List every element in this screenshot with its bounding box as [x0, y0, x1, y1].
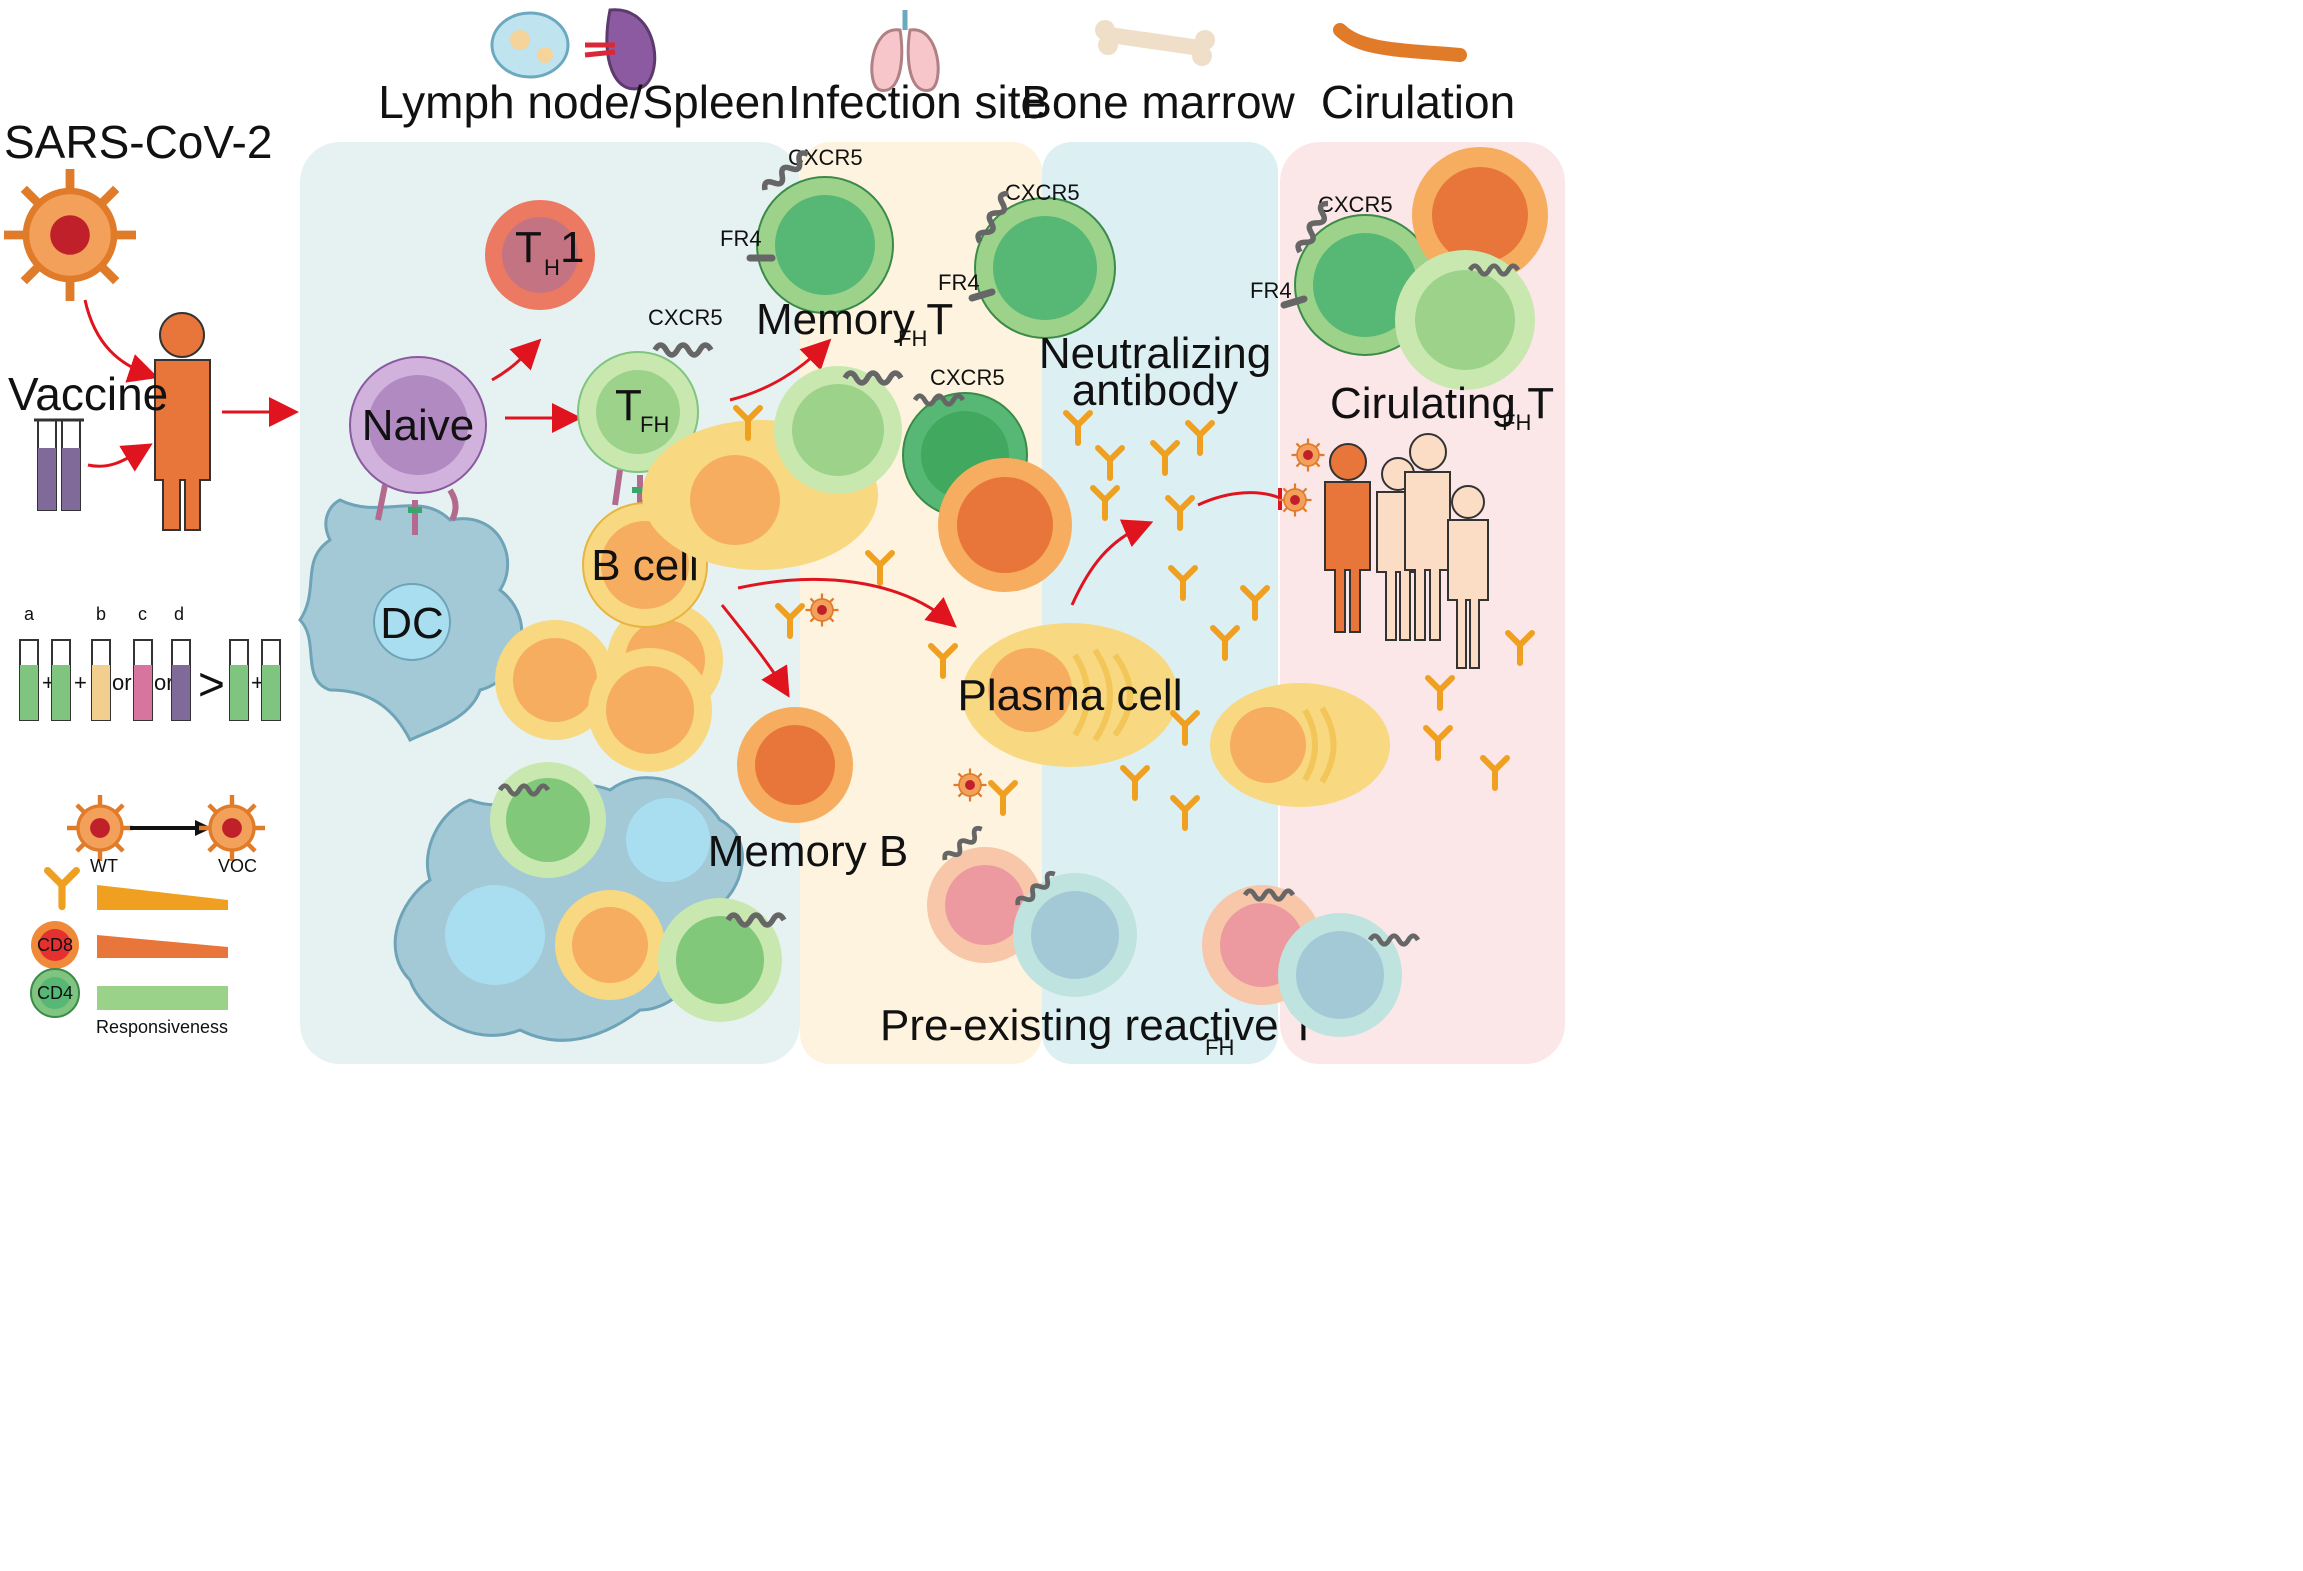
vaccine-to-person-arrow — [87, 443, 153, 472]
bone-fr4-receptor-icon — [968, 288, 996, 302]
memory-fr4-label: FR4 — [720, 226, 762, 251]
bone-marrow-title: Bone marrow — [1021, 76, 1295, 128]
circulation-person-orange — [1324, 443, 1371, 633]
greater-than-label: > — [198, 658, 225, 710]
cd8-label: CD8 — [37, 935, 73, 955]
cd8-responsiveness-bar — [97, 935, 228, 958]
syringe-letter-d: d — [174, 604, 184, 624]
dc-label: DC — [380, 599, 444, 648]
infection-site-title: Infection site — [788, 76, 1046, 128]
cd4-responsiveness-bar — [97, 986, 228, 1010]
cd4-label: CD4 — [37, 983, 73, 1003]
wt-label: WT — [90, 856, 118, 876]
or-label-1: or — [112, 670, 132, 695]
naive-to-th1-arrow — [491, 338, 542, 382]
circ-tfh-label-main: Cirulating T — [1330, 379, 1554, 428]
plasma-to-antibody-arrow — [1070, 519, 1154, 606]
antibody-responsiveness-bar — [97, 885, 228, 910]
syringe-letter-a: a — [24, 604, 35, 624]
pre-existing-label-sub: FH — [1205, 1035, 1234, 1060]
cd8-cell-icon: CD8 — [31, 921, 79, 969]
tfh-label-sub: FH — [640, 412, 669, 437]
tfh-label-main: T — [615, 381, 642, 430]
th1-label-suffix: 1 — [560, 223, 584, 272]
circulation-person-peach-3 — [1447, 485, 1489, 669]
th1-label-main: T — [515, 223, 542, 272]
naive-label: Naive — [362, 401, 475, 450]
sars-cov-2-virus-icon — [4, 169, 136, 301]
bone-marrow-panel — [1042, 142, 1278, 1064]
syringe-letter-c: c — [138, 604, 147, 624]
plasma-cell-label: Plasma cell — [958, 671, 1183, 720]
tfh-cxcr5-label: CXCR5 — [648, 305, 723, 330]
or-label-2: or — [154, 670, 174, 695]
bcell-to-plasma-arrow — [737, 577, 957, 628]
dc-lower-nucleus-1 — [445, 885, 545, 985]
antibody-legend-icon — [48, 871, 77, 907]
lymph-node-title: Lymph node/Spleen — [378, 76, 786, 128]
circulation-title: Cirulation — [1321, 76, 1515, 128]
wt-virus-icon — [67, 795, 133, 861]
voc-label: VOC — [218, 856, 257, 876]
lymph-node-icon — [490, 11, 570, 79]
bone-fr4-label: FR4 — [938, 270, 980, 295]
vaccine-label: Vaccine — [8, 368, 168, 420]
circ-cxcr5-label: CXCR5 — [1318, 192, 1393, 217]
person-icon — [154, 312, 211, 531]
responsiveness-label: Responsiveness — [96, 1017, 228, 1037]
tfh-to-memory-arrow — [729, 338, 832, 402]
circ-fr4-label: FR4 — [1250, 278, 1292, 303]
sars-cov-2-label: SARS-CoV-2 — [4, 116, 272, 168]
spleen-icon — [584, 8, 657, 91]
memory-tfh-label-main: Memory T — [756, 295, 953, 344]
circ-fr4-receptor-icon — [1280, 295, 1308, 309]
pre-existing-label-main: Pre-existing reactive T — [880, 1001, 1317, 1050]
antibody-block-line — [1197, 491, 1281, 507]
blood-vessel-icon — [1333, 23, 1467, 62]
plus-sign-2: + — [74, 670, 87, 695]
cd4-cell-icon: CD4 — [30, 968, 80, 1018]
pre-existing-virus-icon — [952, 767, 988, 803]
circulation-person-peach-2 — [1404, 433, 1451, 641]
infection-cxcr5-label: CXCR5 — [930, 365, 1005, 390]
voc-virus-icon — [199, 795, 265, 861]
neutralizing-label-line2: antibody — [1072, 366, 1238, 415]
dc-nucleus — [373, 583, 451, 661]
virus-to-person-arrow — [83, 299, 159, 383]
vaccine-syringes-icon — [34, 418, 84, 511]
dc-lower-nucleus-2 — [626, 798, 710, 882]
lungs-icon — [870, 10, 940, 92]
memory-tfh-label-sub: FH — [898, 326, 927, 351]
bone-icon — [1095, 20, 1215, 66]
syringe-combination-row: a b c d + + or or > + — [19, 604, 281, 721]
plus-sign-3: + — [251, 670, 264, 695]
tcr-receptor-icon — [375, 484, 459, 535]
circ-tfh-label-sub: FH — [1502, 410, 1531, 435]
neutralizing-label-line1: Neutralizing — [1039, 329, 1271, 378]
bcell-to-memory-arrow — [720, 604, 790, 698]
th1-label-sub: H — [544, 255, 560, 280]
memory-b-label: Memory B — [708, 827, 908, 876]
bone-cxcr5-label: CXCR5 — [1005, 180, 1080, 205]
syringe-letter-b: b — [96, 604, 106, 624]
